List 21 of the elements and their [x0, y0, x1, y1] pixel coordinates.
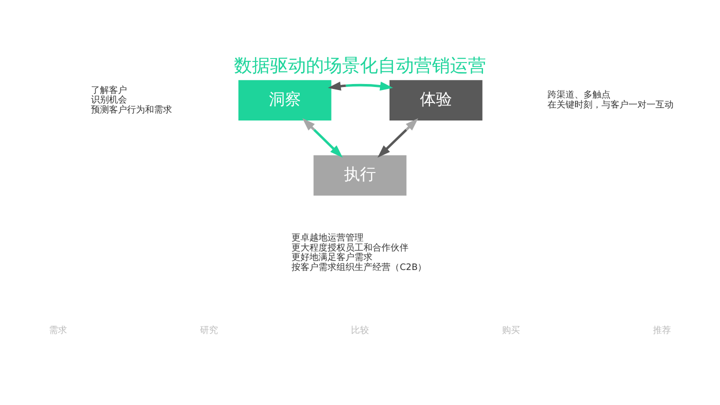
node-label: 按客户需求组织生产经营（C2B）: [292, 262, 427, 273]
node-box: 体验: [390, 80, 482, 120]
node-box: 执行: [314, 155, 406, 196]
arrow: [328, 82, 394, 91]
arrow: [378, 118, 418, 158]
node-label: 跨渠道、多触点: [547, 90, 610, 101]
node-label: 识别机会: [90, 96, 127, 106]
label: 需求: [48, 326, 67, 336]
arrow: [302, 118, 343, 158]
node-label: 预测客户行为和需求: [90, 105, 172, 116]
node-box: 洞察: [238, 80, 332, 120]
label: 购买: [502, 326, 520, 336]
label: 研究: [200, 326, 218, 336]
label: 比较: [351, 326, 369, 336]
diagram-title: 数据驱动的场景化自动营销运营: [234, 56, 486, 77]
node-label: 在关键时刻，与客户一对一互动: [547, 100, 674, 110]
node-label: 更卓越地运营管理: [292, 234, 364, 244]
node-label: 更好地满足客户需求: [292, 253, 373, 264]
node-label: 了解客户: [90, 86, 127, 96]
node-label: 更大程度授权员工和合作伙伴: [292, 243, 409, 254]
label: 推荐: [653, 326, 672, 336]
